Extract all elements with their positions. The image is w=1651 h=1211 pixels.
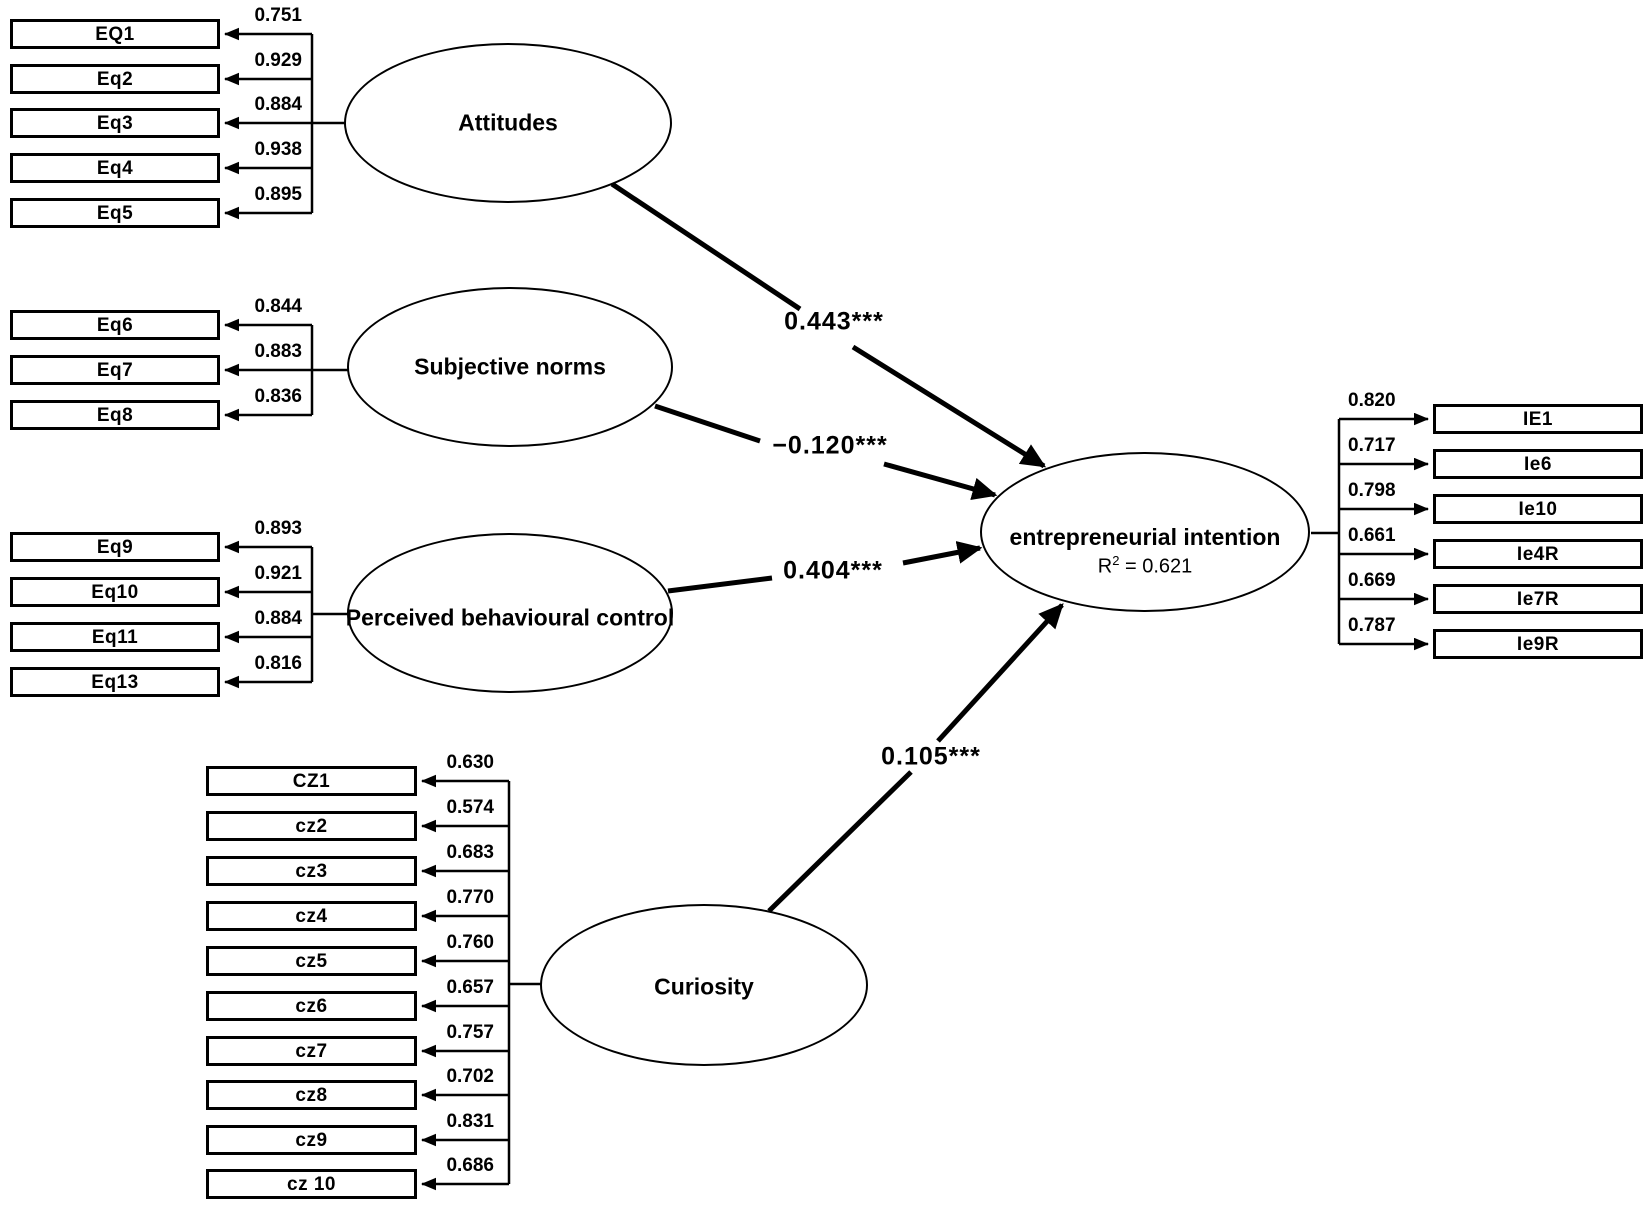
loading-value-cz9: 0.831 bbox=[446, 1111, 494, 1132]
indicator-box-Eq13: Eq13 bbox=[10, 667, 220, 697]
indicator-box-cz4: cz4 bbox=[206, 901, 417, 931]
path-subjective-norms-seg1 bbox=[654, 403, 761, 444]
loading-value-Eq11: 0.884 bbox=[254, 608, 302, 629]
indicator-box-IE1: IE1 bbox=[1433, 404, 1643, 434]
r-squared-value: = 0.621 bbox=[1119, 555, 1193, 578]
loading-value-Eq13: 0.816 bbox=[254, 653, 302, 674]
indicator-box-cz3: cz3 bbox=[206, 856, 417, 886]
indicator-box-cz7: cz7 bbox=[206, 1036, 417, 1066]
loading-value-cz3: 0.683 bbox=[446, 842, 494, 863]
outcome-title: entrepreneurial intention bbox=[1009, 523, 1281, 550]
indicator-box-Eq2: Eq2 bbox=[10, 64, 220, 94]
indicator-box-Ie10: Ie10 bbox=[1433, 494, 1643, 524]
loading-value-cz7: 0.757 bbox=[446, 1022, 494, 1043]
indicator-box-cz5: cz5 bbox=[206, 946, 417, 976]
indicator-box-Eq5: Eq5 bbox=[10, 198, 220, 228]
loading-value-Eq4: 0.938 bbox=[254, 139, 302, 160]
path-curiosity-seg1 bbox=[767, 770, 913, 913]
indicator-box-cz 10: cz 10 bbox=[206, 1169, 417, 1199]
loading-value-cz5: 0.760 bbox=[446, 932, 494, 953]
loading-value-cz2: 0.574 bbox=[446, 797, 494, 818]
loading-value-Eq7: 0.883 bbox=[254, 341, 302, 362]
outcome-label-block: entrepreneurial intention R2 = 0.621 bbox=[1010, 524, 1281, 580]
loading-value-Ie9R: 0.787 bbox=[1348, 615, 1396, 636]
outcome-r-squared: R2 = 0.621 bbox=[1010, 551, 1281, 580]
r-squared-exponent: 2 bbox=[1112, 552, 1120, 568]
indicator-box-cz8: cz8 bbox=[206, 1080, 417, 1110]
latent-label-subjective-norms: Subjective norms bbox=[414, 353, 606, 380]
latent-label-curiosity: Curiosity bbox=[654, 973, 754, 1000]
path-coefficient-pbc: 0.404*** bbox=[783, 556, 883, 585]
path-coefficient-curiosity: 0.105*** bbox=[881, 742, 981, 771]
indicator-box-Ie9R: Ie9R bbox=[1433, 629, 1643, 659]
indicator-box-Eq7: Eq7 bbox=[10, 355, 220, 385]
loading-value-cz6: 0.657 bbox=[446, 977, 494, 998]
latent-label-attitudes: Attitudes bbox=[458, 109, 558, 136]
path-subjective-norms-arrow bbox=[883, 461, 998, 501]
indicator-box-Ie4R: Ie4R bbox=[1433, 539, 1643, 569]
loading-value-Eq8: 0.836 bbox=[254, 386, 302, 407]
r-squared-base: R bbox=[1097, 555, 1113, 578]
indicator-box-cz2: cz2 bbox=[206, 811, 417, 841]
indicator-box-Eq8: Eq8 bbox=[10, 400, 220, 430]
loading-value-EQ1: 0.751 bbox=[254, 5, 302, 26]
path-attitudes-arrow bbox=[851, 344, 1047, 469]
indicator-box-Ie7R: Ie7R bbox=[1433, 584, 1643, 614]
loading-value-Ie4R: 0.661 bbox=[1348, 525, 1396, 546]
path-pbc-seg1 bbox=[667, 575, 773, 594]
loading-value-IE1: 0.820 bbox=[1348, 390, 1396, 411]
path-pbc-arrow bbox=[902, 541, 983, 566]
indicator-box-Eq11: Eq11 bbox=[10, 622, 220, 652]
indicator-box-EQ1: EQ1 bbox=[10, 19, 220, 49]
path-coefficient-subjective-norms: −0.120*** bbox=[772, 431, 888, 460]
loading-value-cz8: 0.702 bbox=[446, 1066, 494, 1087]
loading-value-Eq9: 0.893 bbox=[254, 518, 302, 539]
loading-value-cz 10: 0.686 bbox=[446, 1155, 494, 1176]
indicator-box-Eq10: Eq10 bbox=[10, 577, 220, 607]
latent-ellipse-curiosity bbox=[540, 904, 868, 1066]
indicator-box-Eq3: Eq3 bbox=[10, 108, 220, 138]
loading-value-CZ1: 0.630 bbox=[446, 752, 494, 773]
loading-value-Eq10: 0.921 bbox=[254, 563, 302, 584]
path-curiosity-arrow bbox=[936, 603, 1064, 743]
loading-value-Eq5: 0.895 bbox=[254, 184, 302, 205]
indicator-box-Eq9: Eq9 bbox=[10, 532, 220, 562]
loading-value-Ie6: 0.717 bbox=[1348, 435, 1396, 456]
loading-value-Eq2: 0.929 bbox=[254, 50, 302, 71]
indicator-box-Eq4: Eq4 bbox=[10, 153, 220, 183]
latent-ellipse-perceived-behavioural-control bbox=[347, 533, 673, 693]
indicator-box-cz9: cz9 bbox=[206, 1125, 417, 1155]
structural-paths bbox=[610, 181, 1064, 913]
loading-value-Eq6: 0.844 bbox=[254, 296, 302, 317]
loading-value-Ie7R: 0.669 bbox=[1348, 570, 1396, 591]
loading-value-Eq3: 0.884 bbox=[254, 94, 302, 115]
loading-value-cz4: 0.770 bbox=[446, 887, 494, 908]
indicator-box-Eq6: Eq6 bbox=[10, 310, 220, 340]
path-attitudes-seg1 bbox=[610, 181, 802, 312]
indicator-box-Ie6: Ie6 bbox=[1433, 449, 1643, 479]
latent-ellipse-subjective-norms bbox=[347, 287, 673, 447]
path-coefficient-attitudes: 0.443*** bbox=[784, 307, 884, 336]
measurement-arrows bbox=[223, 27, 1430, 1191]
latent-label-perceived-behavioural-control: Perceived behavioural control bbox=[345, 604, 675, 631]
latent-ellipse-entrepreneurial-intention bbox=[980, 452, 1310, 612]
loading-value-Ie10: 0.798 bbox=[1348, 480, 1396, 501]
indicator-box-cz6: cz6 bbox=[206, 991, 417, 1021]
latent-ellipse-attitudes bbox=[344, 43, 672, 203]
indicator-box-CZ1: CZ1 bbox=[206, 766, 417, 796]
